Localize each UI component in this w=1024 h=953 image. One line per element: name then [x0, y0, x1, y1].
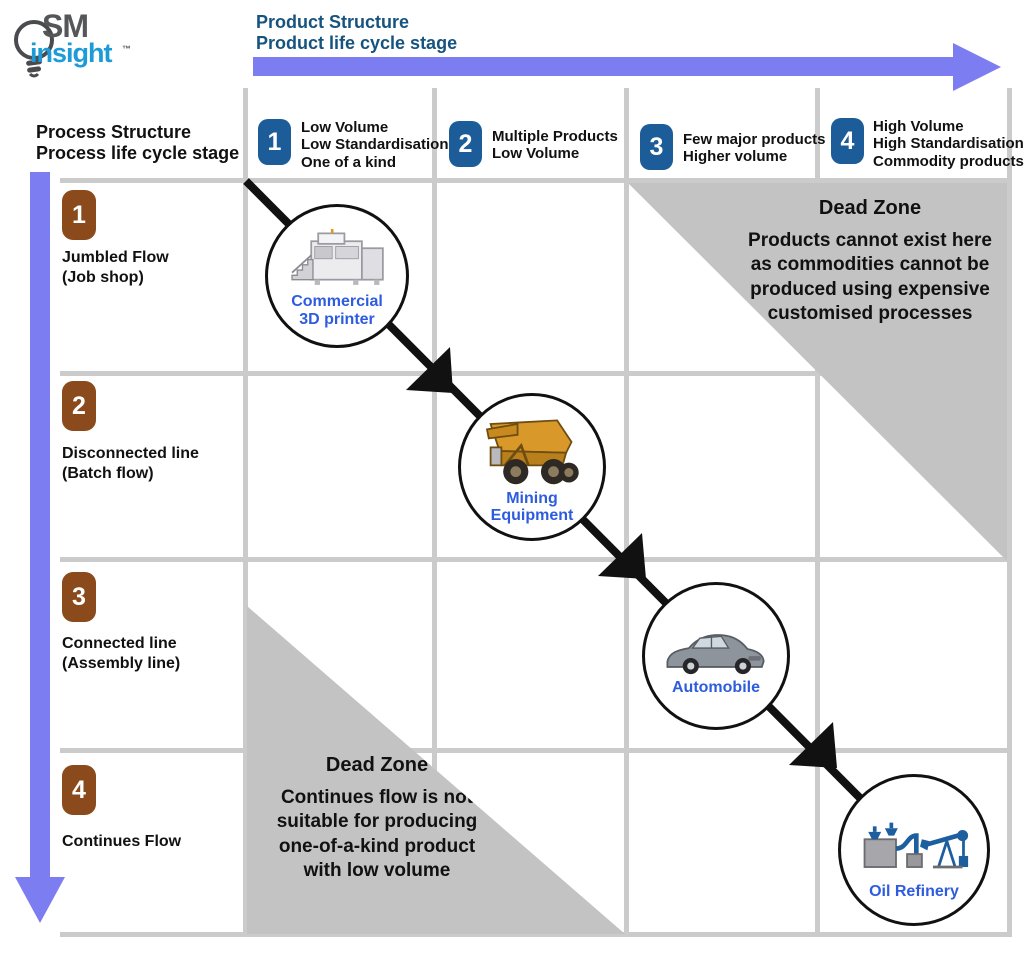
item-oil-refinery: Oil Refinery	[838, 774, 990, 926]
row-1-line1: Jumbled Flow	[62, 249, 169, 266]
row-2-line2: (Batch flow)	[62, 465, 154, 482]
oil-refinery-icon	[863, 822, 968, 868]
dead-zone-bl-body: Continues flow is not suitable for produ…	[276, 787, 478, 881]
item-label: Oil Refinery	[869, 883, 959, 901]
logo-text-insight: insight	[30, 38, 112, 68]
y-axis-label: Process Structure Process life cycle sta…	[36, 122, 239, 163]
item-mining-equipment: Mining Equipment	[458, 393, 606, 541]
arrowhead-icon	[789, 722, 837, 768]
column-1-line1: Low Volume	[301, 119, 389, 136]
item-label: Commercial 3D printer	[291, 293, 383, 329]
item-label: Automobile	[672, 679, 760, 697]
column-label-3: Few major products Higher volume	[683, 131, 826, 166]
lightbulb-icon	[14, 20, 54, 78]
row-label-4: Continues Flow	[62, 832, 181, 852]
y-axis-arrowhead-icon	[15, 877, 65, 923]
item-2-label-line1: Mining	[506, 489, 558, 507]
automobile-icon	[666, 633, 765, 674]
column-1-line3: One of a kind	[301, 153, 397, 171]
row-4-line1: Continues Flow	[62, 833, 182, 850]
x-axis-line1: Product Structure	[256, 12, 410, 32]
item-3-label-line1: Automobile	[672, 678, 760, 696]
item-label: Mining Equipment	[491, 490, 574, 526]
dead-zone-bl-title: Dead Zone	[325, 754, 429, 776]
item-commercial-3d-printer: Commercial 3D printer	[265, 204, 409, 348]
grid-line	[60, 748, 1012, 753]
row-2-line1: Disconnected line	[62, 445, 199, 462]
column-label-2: Multiple Products Low Volume	[492, 128, 618, 163]
column-4-line2: High Standardisation	[873, 135, 1024, 153]
dead-zone-tr-body: Products cannot exist here as commoditie…	[748, 230, 992, 324]
row-label-3: Connected line (Assembly line)	[62, 634, 180, 674]
logo-text-sm: SM	[42, 8, 89, 44]
item-2-label-line2: Equipment	[490, 507, 574, 525]
item-1-label-line2: 3D printer	[299, 311, 375, 329]
row-badge-2: 2	[62, 381, 96, 431]
row-label-2: Disconnected line (Batch flow)	[62, 444, 199, 484]
arrowhead-icon	[598, 533, 646, 579]
x-axis-arrowhead-icon	[953, 43, 1001, 91]
grid-line	[60, 932, 1012, 937]
column-2-line2: Low Volume	[492, 145, 580, 163]
logo-trademark: ™	[122, 44, 131, 54]
y-axis-line2: Process life cycle stage	[36, 142, 240, 163]
column-badge-2: 2	[449, 121, 482, 167]
row-3-line2: (Assembly line)	[62, 655, 181, 672]
grid-line	[60, 178, 1012, 183]
column-4-line3: Commodity products	[873, 152, 1024, 170]
sm-insight-logo: SM insight ™	[6, 6, 186, 96]
column-label-4: High Volume High Standardisation Commodi…	[873, 118, 1024, 170]
x-axis-arrow	[253, 57, 955, 76]
item-1-label-line1: Commercial	[291, 293, 383, 311]
item-automobile: Automobile	[642, 582, 790, 730]
x-axis-line2: Product life cycle stage	[256, 32, 458, 53]
x-axis-label: Product Structure Product life cycle sta…	[256, 12, 457, 53]
item-4-label-line1: Oil Refinery	[869, 882, 959, 900]
column-3-line2: Higher volume	[683, 148, 788, 166]
row-badge-1: 1	[62, 190, 96, 240]
3d-printer-icon	[290, 229, 384, 285]
column-badge-3: 3	[640, 124, 673, 170]
column-3-line1: Few major products	[683, 131, 826, 148]
grid-line	[60, 557, 1012, 562]
row-badge-4: 4	[62, 765, 96, 815]
column-label-1: Low Volume Low Standardisation One of a …	[301, 119, 449, 171]
column-badge-4: 4	[831, 118, 864, 164]
dead-zone-tr-title: Dead Zone	[818, 197, 922, 219]
row-badge-3: 3	[62, 572, 96, 622]
column-1-line2: Low Standardisation	[301, 136, 449, 154]
column-2-line1: Multiple Products	[492, 128, 618, 145]
row-3-line1: Connected line	[62, 635, 177, 652]
row-1-line2: (Job shop)	[62, 269, 144, 286]
grid-line	[1007, 88, 1012, 937]
grid-line	[624, 88, 629, 937]
arrowhead-icon	[406, 347, 453, 393]
y-axis-arrow	[30, 172, 50, 878]
column-badge-1: 1	[258, 119, 291, 165]
row-label-1: Jumbled Flow (Job shop)	[62, 248, 169, 288]
y-axis-line1: Process Structure	[36, 122, 192, 142]
column-4-line1: High Volume	[873, 118, 964, 135]
mining-truck-icon	[485, 419, 579, 484]
